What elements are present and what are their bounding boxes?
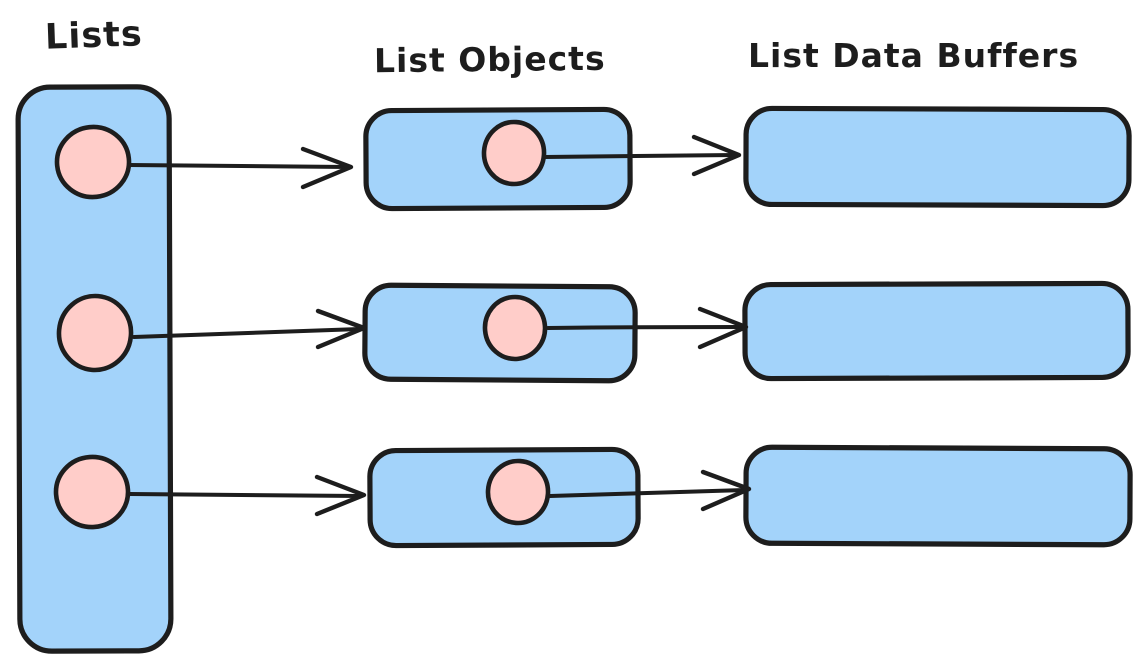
list-data-buffer-box-3 [743,444,1133,548]
arrow-object2-to-buffer2 [546,306,749,350]
lists-pointer-circle-3 [53,454,131,530]
arrow-line [548,488,747,498]
arrow-head-icon [697,306,749,350]
arrow-lists1-to-object1 [127,146,354,190]
lists-pointer-circle-1 [54,124,132,200]
arrow-head-icon [700,469,752,512]
list-object-pointer-circle-2 [482,294,548,362]
arrow-lists3-to-object3 [128,474,367,517]
arrow-line [128,492,363,498]
arrow-head-icon [314,474,367,517]
arrow-head-icon [691,134,742,177]
arrow-line [127,163,350,169]
arrow-object3-to-buffer3 [548,469,752,512]
arrow-object1-to-buffer1 [543,134,742,177]
list-object-pointer-circle-1 [481,119,547,187]
list-object-pointer-circle-3 [485,458,551,526]
arrow-lists2-to-object2 [132,308,367,350]
list-data-buffers-column-title: List Data Buffers [748,36,1080,75]
list-data-buffer-box-2 [742,280,1131,382]
arrow-line [132,327,362,339]
lists-pointer-circle-2 [56,293,134,373]
arrow-head-icon [300,146,354,190]
list-data-buffer-box-1 [743,105,1132,209]
arrow-line [546,325,744,330]
arrow-line [543,153,738,159]
arrow-head-icon [315,308,367,350]
